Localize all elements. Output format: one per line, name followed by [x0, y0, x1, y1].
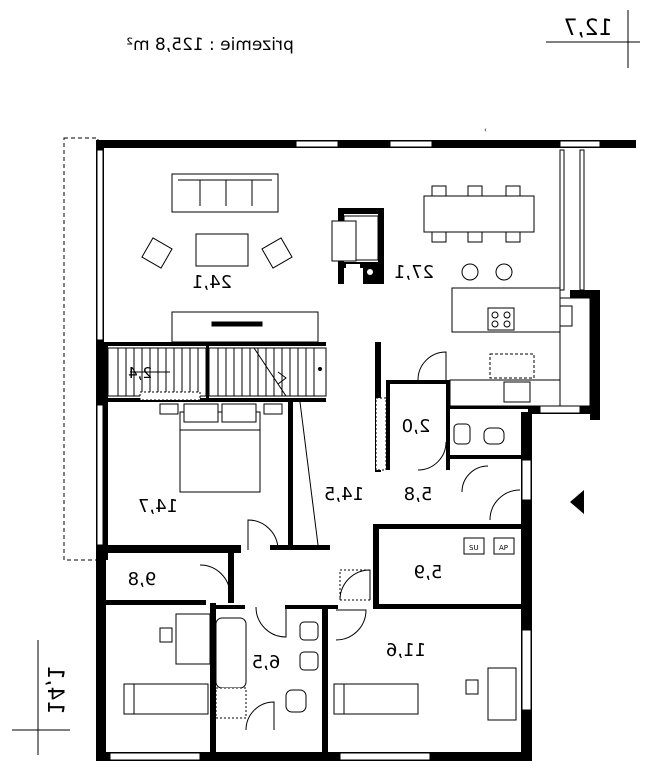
area-bedroom-master: 14,7	[138, 496, 178, 517]
wc-sink	[453, 423, 471, 445]
area-utility: 5,9	[414, 562, 443, 583]
desk-large-room	[487, 667, 517, 721]
area-room-small: 9,8	[128, 569, 157, 590]
appliance-label-ap: AP	[499, 544, 508, 552]
tv-unit	[171, 311, 319, 343]
toilet	[483, 427, 505, 445]
room-labels: 24,1 27,1 2,4 2,0 14,7 14,5 5,8 5,9 9,8 …	[128, 262, 443, 673]
area-kitchen-dining: 27,1	[394, 262, 434, 283]
area-wc: 2,0	[402, 416, 431, 437]
floor-title: prizemie : 125,8 m²	[126, 35, 294, 55]
height-dimension: 14,1	[12, 640, 70, 755]
area-bathroom: 6,5	[252, 652, 281, 673]
appliance-label-su: SU	[469, 544, 479, 552]
north-tick: ‹	[484, 126, 487, 134]
bath-sink-2	[299, 651, 319, 671]
doors	[199, 351, 521, 731]
area-living: 24,1	[192, 272, 232, 293]
bath-toilet	[285, 689, 307, 713]
armchair-left	[141, 237, 173, 269]
width-dimension-label: 12,7	[564, 16, 613, 41]
area-entrance: 5,8	[404, 484, 433, 505]
bath-sink-1	[299, 621, 319, 641]
area-staircase: 2,4	[128, 364, 152, 382]
triangle-arrow-icon	[570, 490, 584, 514]
height-dimension-label: 14,1	[42, 666, 67, 715]
desk-small-room	[175, 613, 211, 665]
washing-machine	[463, 537, 485, 555]
terrace-outline	[63, 137, 99, 561]
armchair-right	[261, 237, 293, 269]
furniture	[123, 173, 591, 721]
windows	[96, 140, 601, 761]
area-room-large: 11,6	[386, 640, 426, 661]
shower	[215, 687, 247, 719]
dryer	[493, 537, 515, 555]
bathtub	[215, 617, 247, 689]
staircase	[107, 347, 327, 546]
bed-master	[179, 411, 261, 493]
area-hall: 14,5	[324, 484, 364, 505]
bed-large-room	[333, 683, 419, 715]
coffee-table	[195, 233, 249, 267]
width-dimension: 12,7	[546, 10, 640, 68]
bed-small-room	[123, 683, 209, 715]
dining-table	[423, 195, 535, 233]
